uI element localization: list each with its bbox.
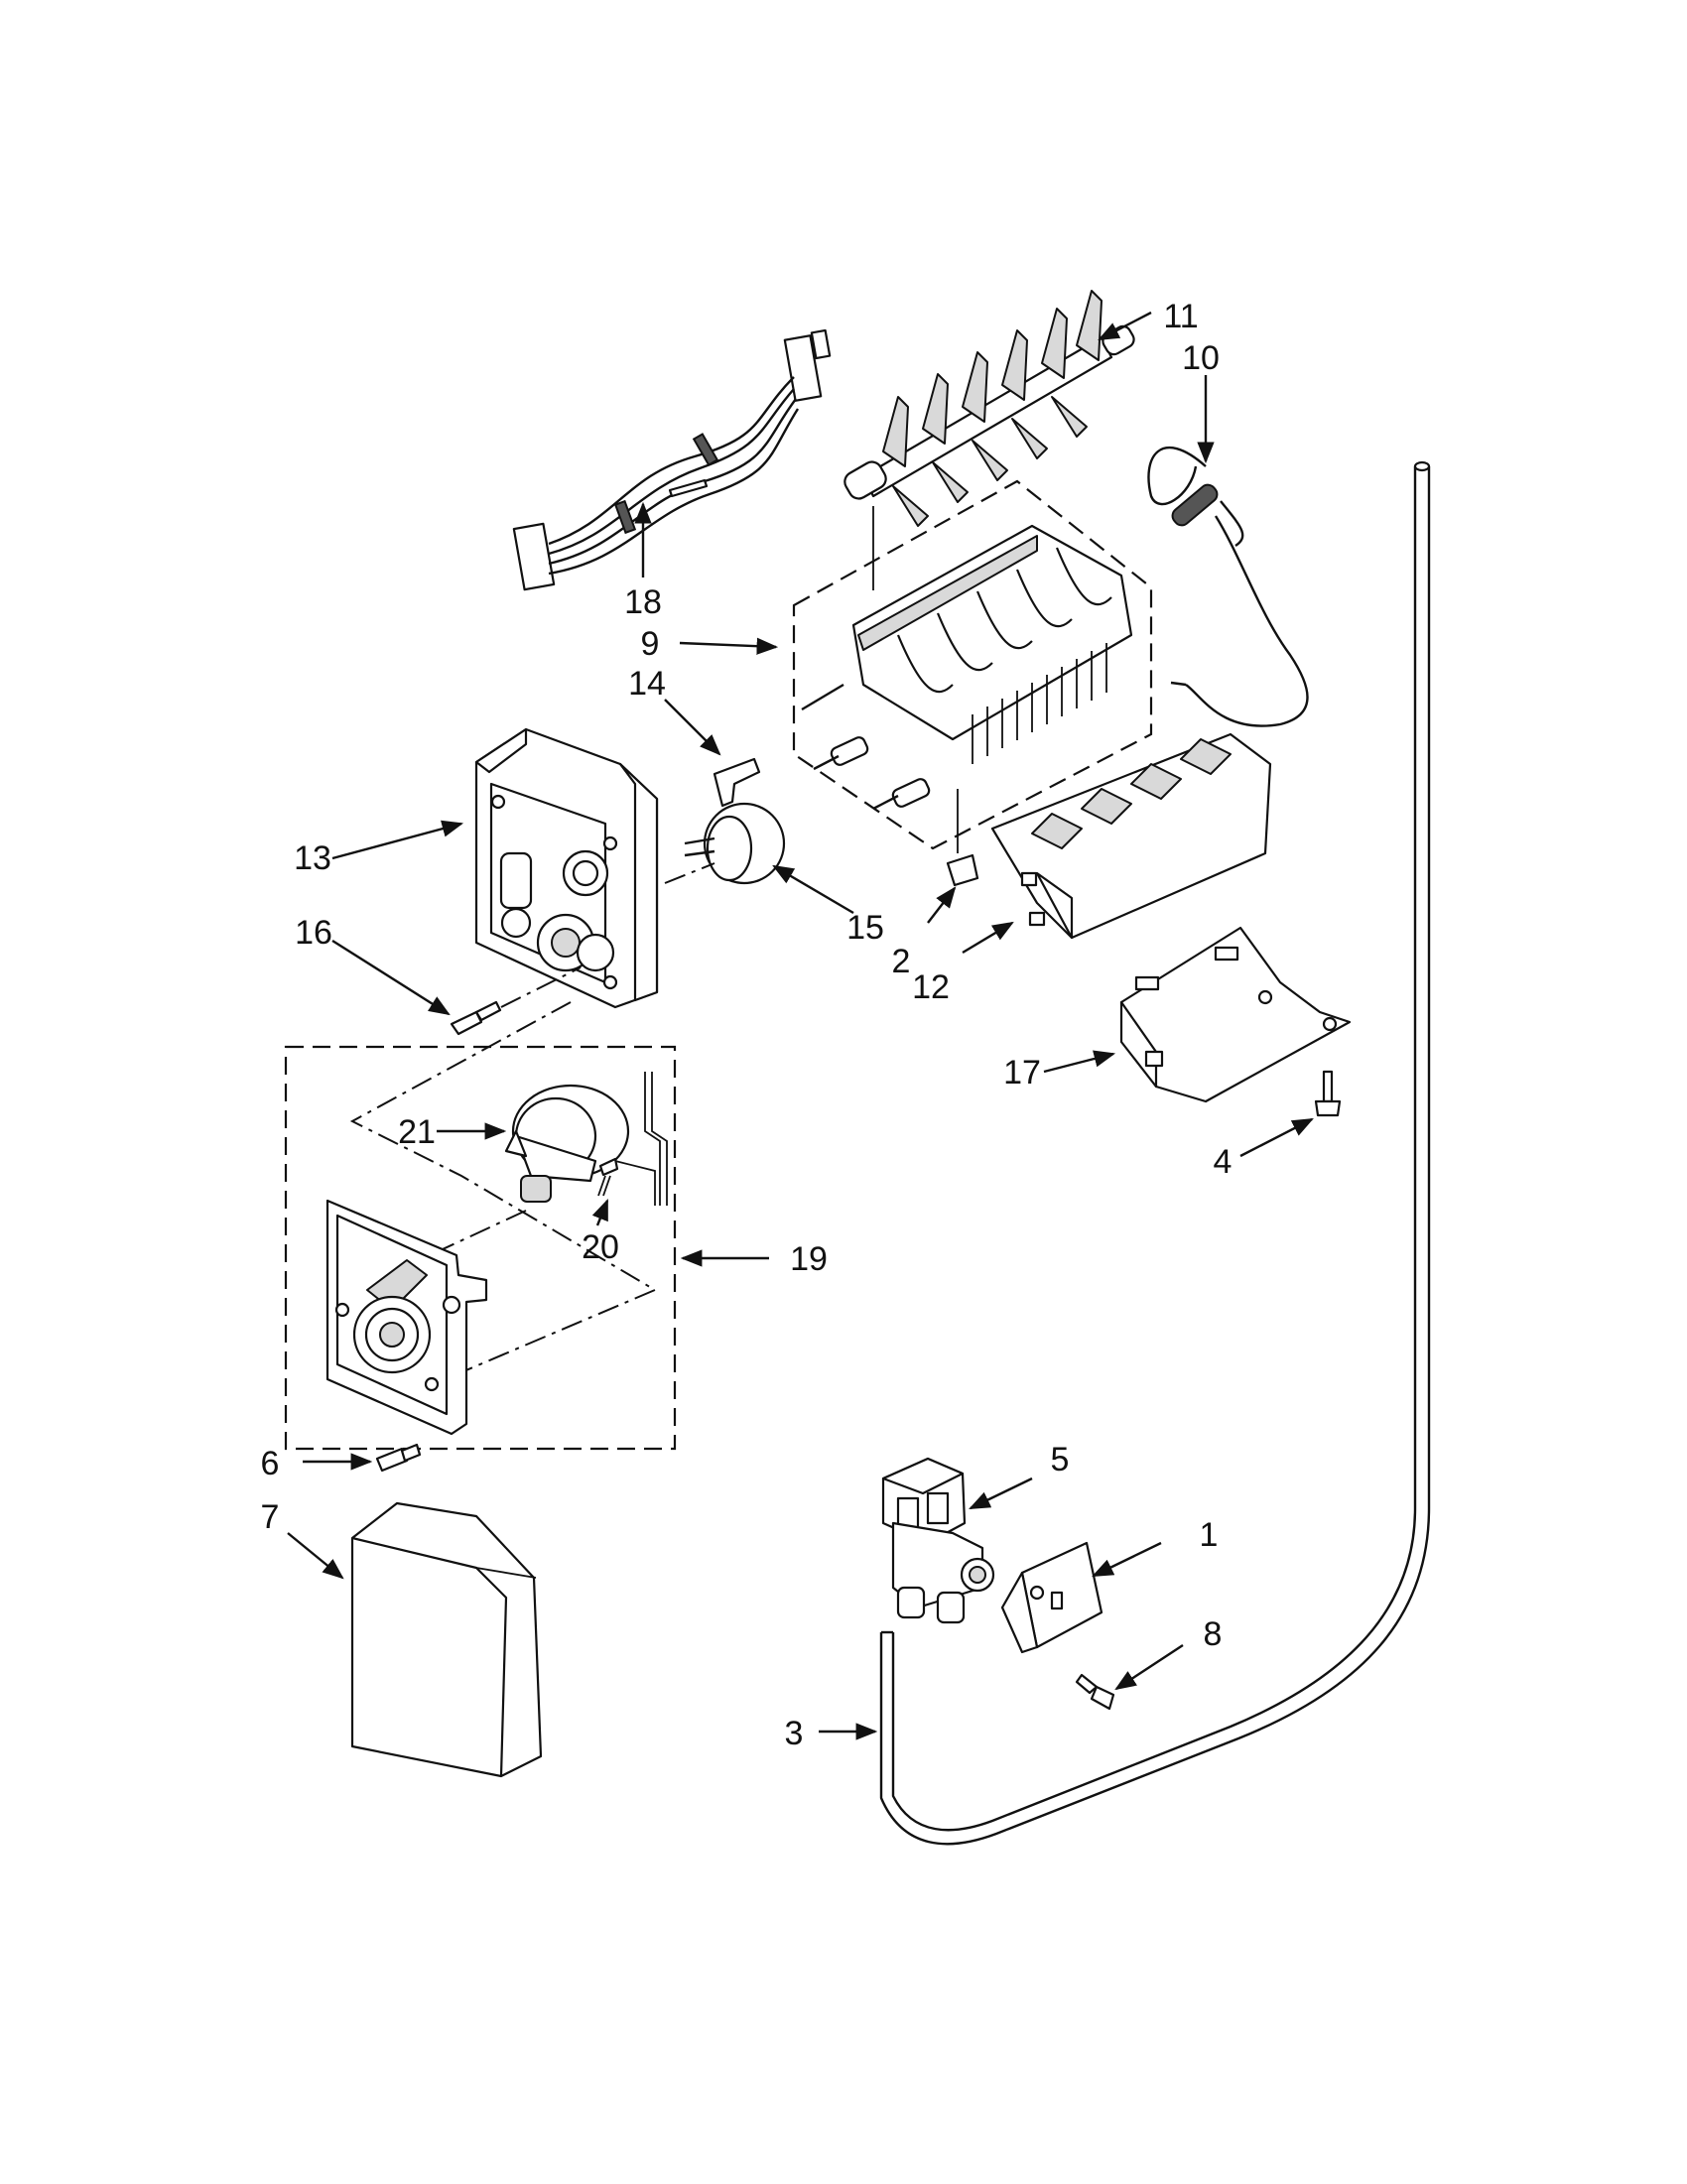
bracket-part[interactable] [1119, 926, 1352, 1103]
screw-part-8[interactable] [1075, 1673, 1115, 1711]
motor-assembly-boundary [284, 1045, 677, 1451]
callout-8: 8 [1204, 1615, 1223, 1653]
callout-7: 7 [261, 1498, 280, 1536]
callout-15: 15 [846, 909, 884, 947]
callout-21: 21 [398, 1113, 436, 1151]
callout-1: 1 [1200, 1516, 1219, 1554]
clip-part-2[interactable] [946, 789, 979, 887]
water-valve-part[interactable] [881, 1457, 995, 1624]
callout-12: 12 [912, 968, 950, 1006]
callout-11: 11 [1163, 298, 1198, 335]
callout-14: 14 [628, 665, 666, 703]
callout-16: 16 [295, 914, 332, 952]
valve-bracket-part[interactable] [1000, 1541, 1103, 1654]
callout-17: 17 [1003, 1054, 1041, 1092]
screw-part-20[interactable] [597, 1157, 619, 1197]
callout-9: 9 [641, 625, 660, 663]
leader-lines [287, 311, 1314, 1740]
callout-3: 3 [785, 1715, 804, 1752]
callout-19: 19 [790, 1240, 828, 1278]
callout-18: 18 [624, 583, 662, 621]
ejector-part[interactable] [842, 290, 1137, 527]
callout-6: 6 [261, 1445, 280, 1482]
callout-20: 20 [582, 1228, 619, 1266]
callout-13: 13 [294, 839, 331, 877]
callout-5: 5 [1051, 1441, 1070, 1478]
stripper-part[interactable] [990, 732, 1272, 940]
gear-plate-part[interactable] [325, 1199, 488, 1436]
callout-2: 2 [892, 943, 911, 980]
callout-10: 10 [1182, 339, 1220, 377]
housing-part[interactable] [474, 727, 659, 1009]
cover-part[interactable] [350, 1501, 543, 1778]
assembly-guide-line [349, 1001, 658, 1390]
callout-labels: 11 10 18 9 14 13 15 16 2 12 17 4 21 20 1… [261, 298, 1233, 1752]
screw-part-4[interactable] [1314, 1070, 1342, 1117]
screw-part-16[interactable] [450, 966, 582, 1036]
screw-part-6[interactable] [375, 1443, 422, 1473]
wire-harness-part[interactable] [512, 328, 832, 591]
motor-part-21[interactable] [504, 1072, 668, 1206]
callout-4: 4 [1214, 1143, 1233, 1181]
water-tube-part[interactable] [879, 460, 1431, 1846]
mold-part[interactable] [792, 479, 1153, 850]
motor-part[interactable] [664, 802, 786, 885]
thermostat-part[interactable] [1147, 446, 1309, 727]
